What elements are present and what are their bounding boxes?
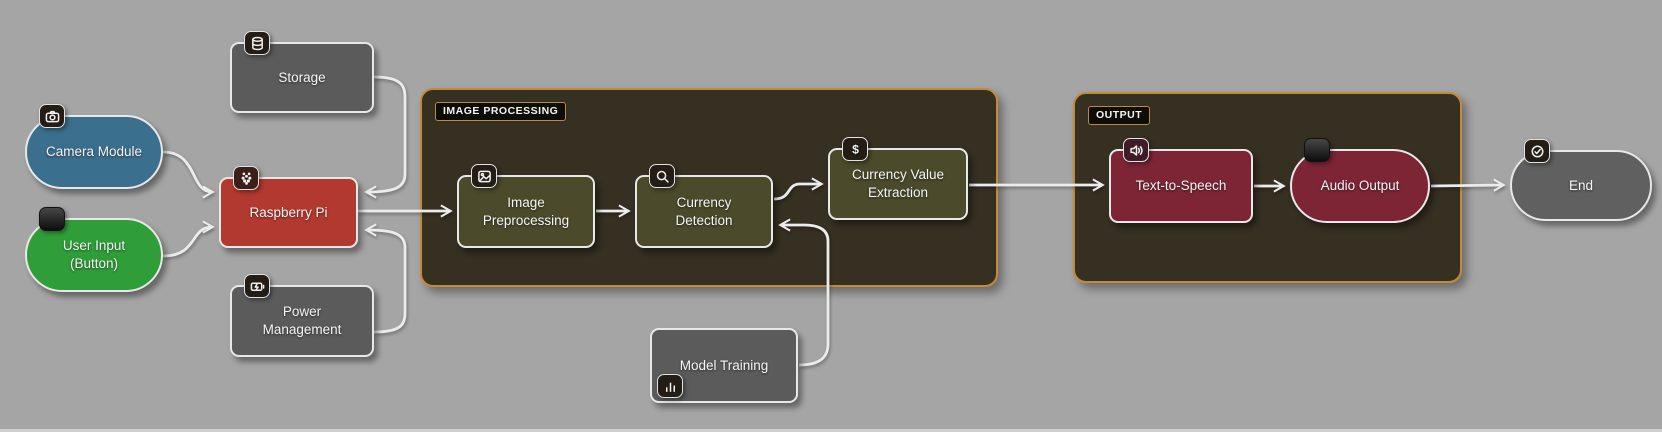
node-end-label: End (1568, 177, 1594, 193)
node-user-input: User Input (Button) (25, 207, 163, 292)
svg-text:$: $ (852, 142, 859, 156)
database-icon (244, 31, 270, 55)
node-currency-detection-label: Currency Detection (675, 194, 733, 228)
battery-charging-icon (244, 274, 270, 298)
node-raspberry-pi-label: Raspberry Pi (249, 204, 328, 220)
node-power-management: Power Management (230, 274, 374, 357)
node-currency-detection: Currency Detection (635, 164, 773, 248)
node-audio-output-label: Audio Output (1320, 178, 1400, 194)
edge-storage-to-raspberry-pi (364, 75, 407, 199)
node-end: End (1510, 139, 1652, 221)
speaker-icon (1123, 138, 1149, 162)
node-currency-value-extraction-label: Currency Value Extraction (851, 167, 945, 200)
subgraph-output-label: OUTPUT (1088, 106, 1151, 125)
node-text-to-speech: Text-to-Speech (1109, 138, 1253, 223)
node-audio-output: Audio Output (1290, 138, 1430, 223)
node-camera-module-label: Camera Module (45, 144, 143, 160)
edge-camera-module-to-raspberry-pi (162, 150, 215, 199)
node-camera-module: Camera Module (25, 104, 163, 189)
node-text-to-speech-label: Text-to-Speech (1135, 178, 1227, 194)
node-image-preprocessing-label: Image Preprocessing (482, 194, 570, 228)
button-icon (39, 207, 65, 231)
node-power-management-label: Power Management (262, 304, 342, 337)
node-model-training: Model Training (650, 328, 798, 403)
node-raspberry-pi: Raspberry Pi (219, 166, 358, 248)
edge-power-management-to-raspberry-pi (364, 223, 407, 334)
button-icon (1304, 138, 1330, 162)
node-storage: Storage (230, 31, 374, 113)
dollar-icon: $ (842, 137, 868, 161)
check-circle-icon (1524, 139, 1550, 163)
bottom-edge-highlight (0, 429, 1662, 432)
bar-chart-icon (657, 374, 683, 398)
image-icon (471, 164, 497, 188)
raspberry-pi-icon (233, 166, 259, 190)
node-user-input-label: User Input (Button) (62, 238, 126, 271)
edge-model-training-to-currency-detection (778, 218, 830, 367)
node-image-preprocessing: Image Preprocessing (457, 164, 595, 248)
edge-currency-detection-to-currency-value-extraction (773, 177, 824, 201)
camera-icon (39, 104, 65, 128)
subgraph-image-processing-label: IMAGE PROCESSING (435, 102, 567, 121)
node-model-training-label: Model Training (679, 357, 769, 373)
node-currency-value-extraction: $ Currency Value Extraction (828, 137, 968, 220)
edge-user-input-to-raspberry-pi (162, 220, 215, 258)
edge-audio-output-to-end (1430, 178, 1506, 192)
node-storage-label: Storage (278, 69, 326, 85)
search-icon (649, 164, 675, 188)
